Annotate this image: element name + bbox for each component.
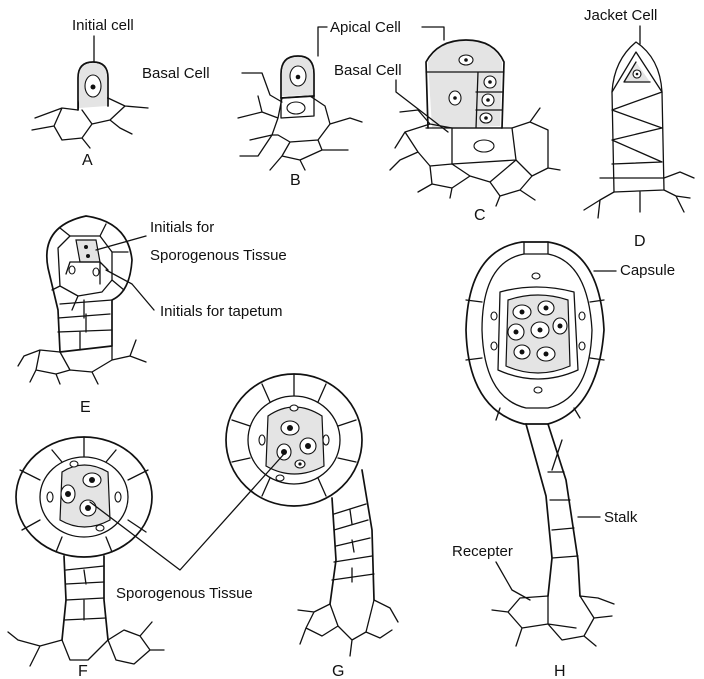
recepter-label: Recepter bbox=[452, 543, 513, 560]
recepter-pointer bbox=[496, 562, 530, 600]
stage-c-label: C bbox=[474, 207, 486, 224]
stage-g-drawing bbox=[226, 374, 398, 656]
jacket-cell-label: Jacket Cell bbox=[584, 7, 657, 24]
initials-sporogenous-line1: Initials for bbox=[150, 219, 214, 236]
initials-sporogenous-pointer bbox=[96, 236, 146, 250]
sporogenous-tissue-pointer bbox=[90, 454, 284, 570]
basal-cell-b-label: Basal Cell bbox=[142, 65, 210, 82]
sporogenous-tissue-label: Sporogenous Tissue bbox=[116, 585, 253, 602]
initial-cell-label: Initial cell bbox=[72, 17, 134, 34]
stage-h-label: H bbox=[554, 663, 566, 679]
stage-b-label: B bbox=[290, 172, 301, 189]
apical-cell-label: Apical Cell bbox=[330, 19, 401, 36]
stage-c-drawing bbox=[390, 40, 560, 206]
capsule-label: Capsule bbox=[620, 262, 675, 279]
stalk-label: Stalk bbox=[604, 509, 638, 526]
stage-f-drawing bbox=[8, 437, 164, 666]
basal-cell-b-pointer bbox=[242, 73, 282, 102]
initials-tapetum-label: Initials for tapetum bbox=[160, 303, 283, 320]
stage-f-label: F bbox=[78, 663, 88, 679]
basal-cell-c-label: Basal Cell bbox=[334, 62, 402, 79]
stage-a-drawing bbox=[32, 62, 148, 148]
stage-a-label: A bbox=[82, 152, 93, 169]
initials-sporogenous-line2: Sporogenous Tissue bbox=[150, 247, 287, 264]
stage-h-drawing bbox=[466, 242, 614, 646]
stage-e-label: E bbox=[80, 399, 91, 416]
stage-g-label: G bbox=[332, 663, 344, 679]
stage-d-drawing bbox=[584, 42, 694, 218]
stage-d-label: D bbox=[634, 233, 646, 250]
